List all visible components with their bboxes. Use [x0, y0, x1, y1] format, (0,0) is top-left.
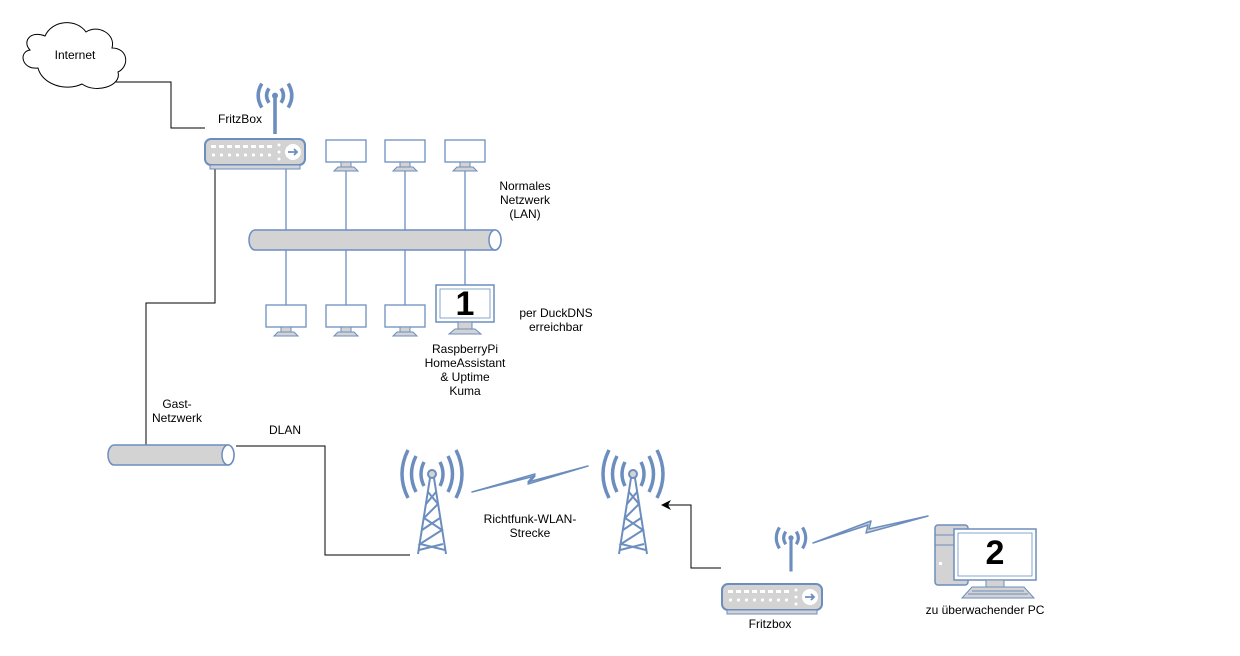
lan-device-bottom-2-monitor-icon[interactable] — [325, 304, 367, 337]
lan-device-top-2-monitor-icon[interactable] — [384, 139, 426, 172]
lan-device-bottom-1-monitor-icon[interactable] — [265, 304, 307, 337]
lan-device-bottom-3-monitor-icon[interactable] — [384, 304, 426, 337]
fritzbox-remote-antenna-icon — [774, 525, 808, 574]
pc-label: zu überwachender PC — [925, 603, 1045, 617]
raspberry-pi-monitor-icon[interactable] — [435, 284, 495, 335]
duckdns-note-label: per DuckDNS erreichbar — [519, 306, 593, 334]
pc-number: 2 — [985, 534, 1005, 572]
fritzbox-main-router-icon[interactable] — [204, 138, 306, 170]
lan-device-top-3-monitor-icon[interactable] — [444, 139, 486, 172]
guest-bus-icon[interactable] — [107, 444, 235, 466]
internet-label: Internet — [54, 48, 96, 62]
radio-tower-right-icon[interactable] — [601, 448, 665, 556]
desktop-pc-icon[interactable] — [934, 524, 1037, 599]
cloud-icon[interactable] — [22, 22, 127, 89]
wireless-link-label: Richtfunk-WLAN- Strecke — [483, 512, 577, 540]
lan-label: Normales Netzwerk (LAN) — [499, 179, 551, 221]
fritzbox-to-guest-line — [145, 168, 216, 445]
wireless-link-icon — [471, 465, 589, 493]
wireless-link-pc-icon — [812, 515, 929, 544]
fritzbox-remote-router-icon[interactable] — [721, 583, 823, 615]
radio-tower-left-icon[interactable] — [400, 448, 464, 556]
lan-bus-icon[interactable] — [248, 229, 502, 251]
dlan-line — [236, 445, 410, 556]
fritzbox-main-antenna-icon — [256, 81, 294, 136]
guest-network-label: Gast- Netzwerk — [151, 397, 202, 425]
lan-device-top-1-monitor-icon[interactable] — [325, 139, 367, 172]
raspberry-pi-number: 1 — [455, 285, 475, 323]
remote-fritzbox-to-tower-arrow — [661, 500, 721, 569]
fritzbox-remote-label: Fritzbox — [748, 617, 792, 631]
internet-to-fritzbox-line — [115, 81, 205, 129]
raspberry-pi-label: RaspberryPi HomeAssistant & Uptime Kuma — [424, 342, 506, 398]
dlan-label: DLAN — [268, 423, 301, 437]
fritzbox-main-label: FritzBox — [217, 112, 262, 126]
